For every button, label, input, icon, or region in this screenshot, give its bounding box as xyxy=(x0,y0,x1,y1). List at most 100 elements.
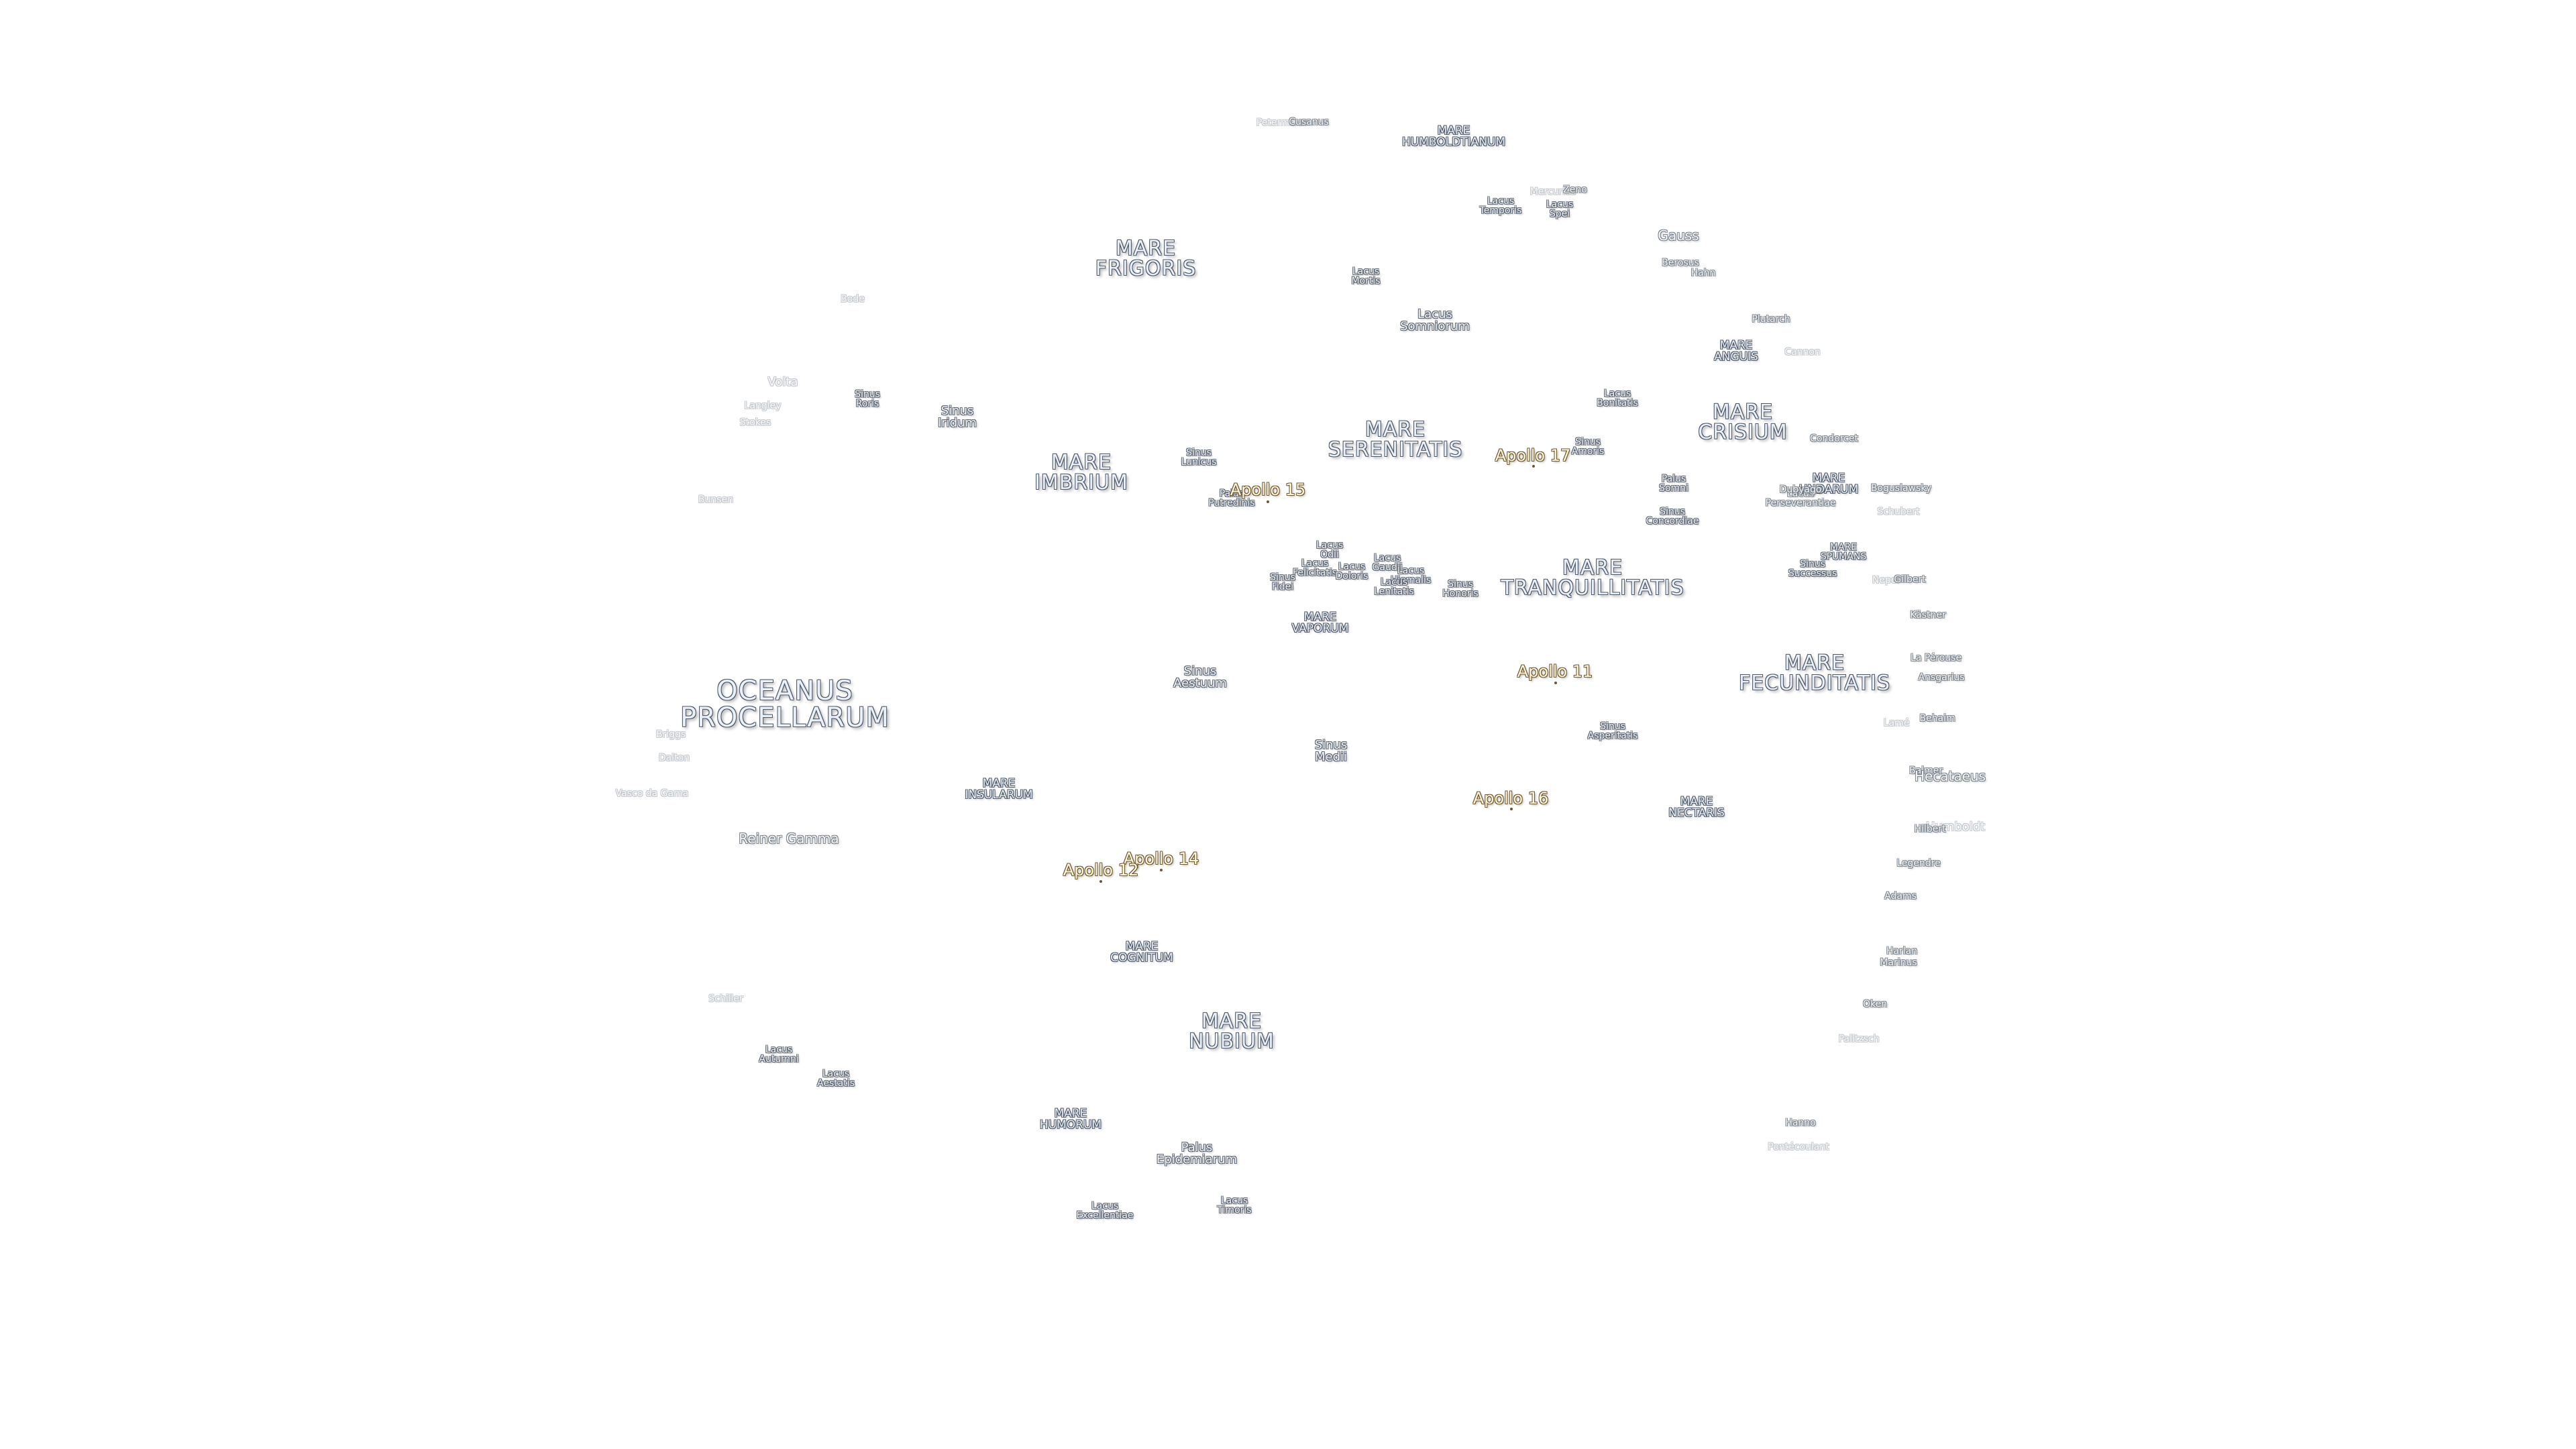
crater-dalton-label: Dalton xyxy=(658,753,690,763)
mare-vaporum-label: MARE VAPORUM xyxy=(1291,610,1349,635)
crater-zeno-label: Zeno xyxy=(1563,184,1587,195)
crater-berosus-label: Berosus xyxy=(1662,258,1699,268)
crater-langley-label: Langley xyxy=(744,400,782,411)
lacus-mortis-label: Lacus Mortis xyxy=(1351,266,1381,286)
lacus-somniorum-label: Lacus Somniorum xyxy=(1400,307,1470,333)
mare-humboldtianum-label: MARE HUMBOLDTIANUM xyxy=(1401,124,1506,149)
crater-hecataeus-label: Hecataeus xyxy=(1914,768,1986,784)
sinus-honoris-label: Sinus Honoris xyxy=(1442,579,1479,599)
crater-hilbert-label: Hilbert xyxy=(1914,824,1946,835)
crater-harlan-marinus-label: Harlan xyxy=(1886,946,1918,957)
lacus-excellentiae-label: Lacus Excellentiae xyxy=(1076,1201,1134,1221)
lacus-spei-label: Lacus Spei xyxy=(1546,199,1574,219)
lacus-odii-label: Lacus Odii xyxy=(1316,540,1344,560)
crater-volta-label: Volta xyxy=(767,375,798,389)
crater-pontecoulant-label: Pontécoulant xyxy=(1768,1142,1829,1152)
crater-balmer-label: Balmer xyxy=(1909,765,1943,776)
lacus-timoris-label: Lacus Timoris xyxy=(1217,1195,1252,1216)
sinus-iridum-label: Sinus Iridum xyxy=(937,404,977,430)
apollo-11-site-marker xyxy=(1554,682,1557,684)
crater-hanno-label: Hanno xyxy=(1785,1118,1816,1128)
crater-hahn-label: Hahn xyxy=(1690,268,1716,278)
mare-nubium-label: MARE NUBIUM xyxy=(1189,1010,1275,1053)
mare-undarum-label: MARE UNDARUM xyxy=(1799,472,1859,496)
reiner-gamma-label: Reiner Gamma xyxy=(739,830,839,847)
sinus-asperitatis-label: Sinus Asperitatis xyxy=(1587,721,1638,741)
sinus-aestuum-label: Sinus Aestuum xyxy=(1173,664,1227,690)
crater-schiller-label: Schiller xyxy=(708,994,743,1004)
palus-somni-label: Palus Somni xyxy=(1659,474,1688,494)
sinus-amoris-label: Sinus Amoris xyxy=(1571,437,1605,457)
crater-neper-label: Neper xyxy=(1872,575,1901,586)
mare-crisium-label: MARE CRISIUM xyxy=(1698,400,1788,444)
crater-ansgarius-label: Ansgarius xyxy=(1918,672,1965,683)
crater-legendre-label: Legendre xyxy=(1896,858,1941,869)
crater-gauss-label: Gauss xyxy=(1658,227,1699,244)
sinus-roris-label: Sinus Roris xyxy=(855,389,880,409)
crater-petermann-label: Petermann xyxy=(1256,117,1308,128)
crater-marinus-label: Marinus xyxy=(1880,957,1917,968)
apollo-17-site-marker xyxy=(1532,465,1535,468)
apollo-16-site-marker xyxy=(1510,808,1513,810)
crater-dubyago-label: Dubyago xyxy=(1779,484,1822,495)
crater-kastner-label: Kästner xyxy=(1910,610,1946,621)
sinus-medii-label: Sinus Medii xyxy=(1314,738,1348,764)
lacus-bonitatis-label: Lacus Bonitatis xyxy=(1597,388,1638,409)
mare-spumans-label: MARE SPUMANS xyxy=(1820,542,1867,562)
mare-nectaris-label: MARE NECTARIS xyxy=(1668,795,1725,820)
mare-insularum-label: MARE INSULARUM xyxy=(965,777,1033,802)
mare-anguis-label: MARE ANGUIS xyxy=(1714,339,1758,364)
mare-humorum-label: MARE HUMORUM xyxy=(1039,1107,1102,1132)
crater-bunsen-label: Bunsen xyxy=(698,494,734,505)
crater-bode-label: Bode xyxy=(841,294,865,305)
crater-boguslawsky-label: Boguslawsky xyxy=(1870,483,1932,494)
lacus-temporis-label: Lacus Temporis xyxy=(1479,196,1522,216)
lacus-perseverantiae-label: Lacus Perseverantiae xyxy=(1765,488,1836,508)
apollo-11-label: Apollo 11 xyxy=(1517,662,1593,681)
sinus-fidei-label: Sinus Fidei xyxy=(1270,572,1295,592)
apollo-12-site-marker xyxy=(1099,880,1102,883)
crater-behaim-label: Behaim xyxy=(1919,713,1955,724)
crater-cusanus-label: Cusanus xyxy=(1289,117,1329,127)
crater-mercurius-label: Mercurius xyxy=(1529,186,1576,197)
lacus-felicitatis-label: Lacus Felicitatis xyxy=(1292,558,1338,578)
apollo-14-label: Apollo 14 xyxy=(1123,849,1199,868)
crater-stokes-label: Stokes xyxy=(739,417,771,428)
apollo-16-label: Apollo 16 xyxy=(1472,789,1549,808)
apollo-14-site-marker xyxy=(1160,869,1163,871)
apollo-15-site-marker xyxy=(1267,500,1269,503)
lacus-aestatis-label: Lacus Aestatis xyxy=(817,1069,855,1089)
crater-palitzsch-label: Palitzsch xyxy=(1838,1034,1880,1044)
crater-plutarch-label: Plutarch xyxy=(1752,314,1790,325)
apollo-12-label: Apollo 12 xyxy=(1063,861,1139,879)
mare-cognitum-label: MARE COGNITUM xyxy=(1110,940,1173,965)
lacus-gaudii-label: Lacus Gaudii xyxy=(1372,553,1403,573)
crater-oken-label: Oken xyxy=(1862,999,1888,1010)
palus-epidemiarum-label: Palus Epidemiarum xyxy=(1156,1140,1238,1167)
crater-adams-label: Adams xyxy=(1884,891,1917,902)
mare-fecunditatis-label: MARE FECUNDITATIS xyxy=(1739,651,1890,695)
lacus-autumni-label: Lacus Autumni xyxy=(759,1044,799,1065)
apollo-17-label: Apollo 17 xyxy=(1495,446,1571,465)
mare-frigoris-label: MARE FRIGORIS xyxy=(1095,237,1197,280)
lacus-doloris-label: Lacus Doloris xyxy=(1335,561,1368,582)
sinus-successus-label: Sinus Successus xyxy=(1788,559,1837,579)
mare-tranquillitatis-label: MARE TRANQUILLITATIS xyxy=(1501,556,1684,600)
crater-humboldt-label: Humboldt xyxy=(1925,820,1986,834)
crater-condorcet-label: Condorcet xyxy=(1810,433,1858,444)
oceanus-procellarum-label: OCEANUS PROCELLARUM xyxy=(680,676,890,733)
crater-briggs-label: Briggs xyxy=(655,729,686,740)
crater-schubert-label: Schubert xyxy=(1877,506,1920,517)
sinus-concordiae-label: Sinus Concordiae xyxy=(1646,506,1699,527)
crater-lame-label: Lamé xyxy=(1883,718,1910,729)
sinus-lunicus-label: Sinus Lunicus xyxy=(1181,447,1217,468)
mare-imbrium-label: MARE IMBRIUM xyxy=(1034,451,1128,494)
apollo-15-label: Apollo 15 xyxy=(1230,480,1306,499)
palus-putredinis-label: Palus Putredinis xyxy=(1208,488,1255,508)
mare-serenitatis-label: MARE SERENITATIS xyxy=(1328,418,1463,462)
lacus-lenitatis-label: Lacus Lenitatis xyxy=(1374,577,1414,597)
crater-la-perouse-label: La Pérouse xyxy=(1910,653,1962,663)
crater-gilbert-label: Gilbert xyxy=(1894,574,1926,585)
lacus-hiemalis-label: Lacus Hiemalis xyxy=(1390,566,1432,586)
